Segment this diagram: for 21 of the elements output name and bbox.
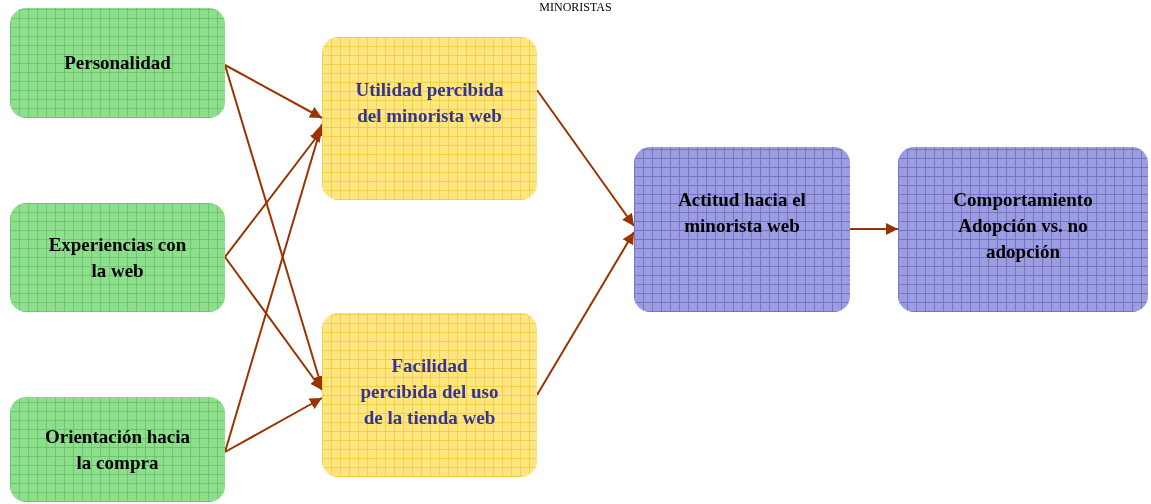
box-label: Comportamiento Adopción vs. no adopción	[952, 188, 1094, 264]
concept-box	[10, 8, 225, 118]
concept-box	[10, 397, 225, 502]
arrow	[849, 223, 899, 235]
concept-box	[322, 37, 537, 200]
box-label: Personalidad	[64, 51, 171, 75]
arrow	[224, 64, 323, 119]
box-label: Facilidad percibida del uso de la tienda web	[359, 354, 500, 430]
title: MINORISTAS	[538, 0, 613, 14]
box-label: Orientación hacia la compra	[43, 424, 192, 475]
concept-box	[10, 203, 225, 312]
box-label: Actitud hacia el minorista web	[677, 188, 807, 238]
arrow	[224, 397, 323, 453]
concept-box	[634, 147, 850, 312]
arrow	[536, 231, 635, 396]
concept-box	[898, 147, 1148, 312]
concept-box	[322, 313, 537, 477]
box-label: Utilidad percibida del minorista web	[355, 78, 504, 128]
box-label: Experiencias con la web	[47, 232, 188, 283]
arrow	[536, 89, 635, 227]
arrow	[224, 256, 323, 391]
